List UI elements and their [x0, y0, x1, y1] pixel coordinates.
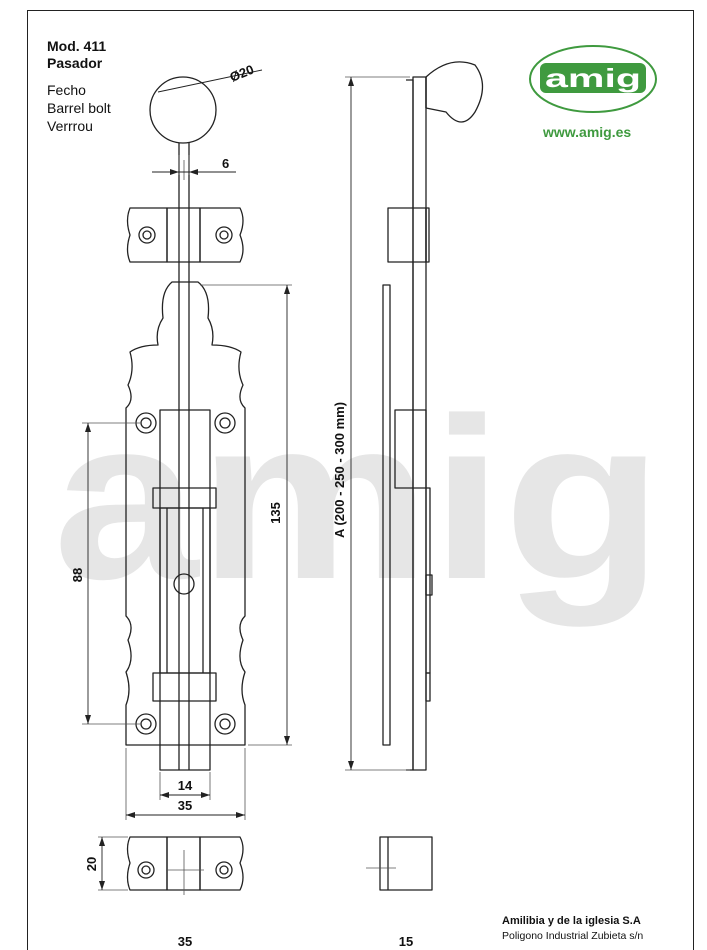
dim-keeper-height: 20 [84, 857, 99, 871]
top-guide-bracket [126, 207, 168, 263]
knob [149, 76, 217, 144]
product-name-en: Barrel bolt [47, 100, 111, 116]
dim-hole-spacing: 88 [70, 568, 85, 582]
amig-logo: amig [529, 45, 657, 113]
company-address: Poligono Industrial Zubieta s/n [502, 930, 644, 942]
drawing-sheet-frame [27, 10, 694, 950]
knob-side [425, 61, 484, 123]
website-link[interactable]: www.amig.es [543, 124, 632, 140]
product-name: Pasador [47, 55, 103, 71]
keeper-front [126, 836, 168, 891]
back-plate [125, 281, 246, 746]
product-name-es: Fecho [47, 82, 86, 98]
product-name-fr: Verrrou [47, 118, 93, 134]
plate-side [382, 284, 391, 746]
amig-logo-text: amig [545, 63, 641, 93]
amig-watermark: amig [53, 370, 663, 627]
dim-length-a: A (200 - 250 - 300 mm) [332, 402, 347, 538]
dim-plate-width: 35 [178, 798, 192, 813]
handle-hole [173, 573, 195, 595]
dim-keeper-width: 35 [178, 934, 192, 949]
dim-keeper-depth: 15 [399, 934, 413, 949]
dim-rod-width: 6 [222, 156, 229, 171]
keeper-side [379, 836, 433, 891]
dim-bolt-width: 14 [178, 778, 193, 793]
dim-plate-height: 135 [268, 502, 283, 524]
dim-knob-diameter: Ø20 [228, 62, 256, 85]
company-name: Amilibia y de la iglesia S.A [502, 915, 641, 927]
model-number: Mod. 411 [47, 38, 107, 54]
